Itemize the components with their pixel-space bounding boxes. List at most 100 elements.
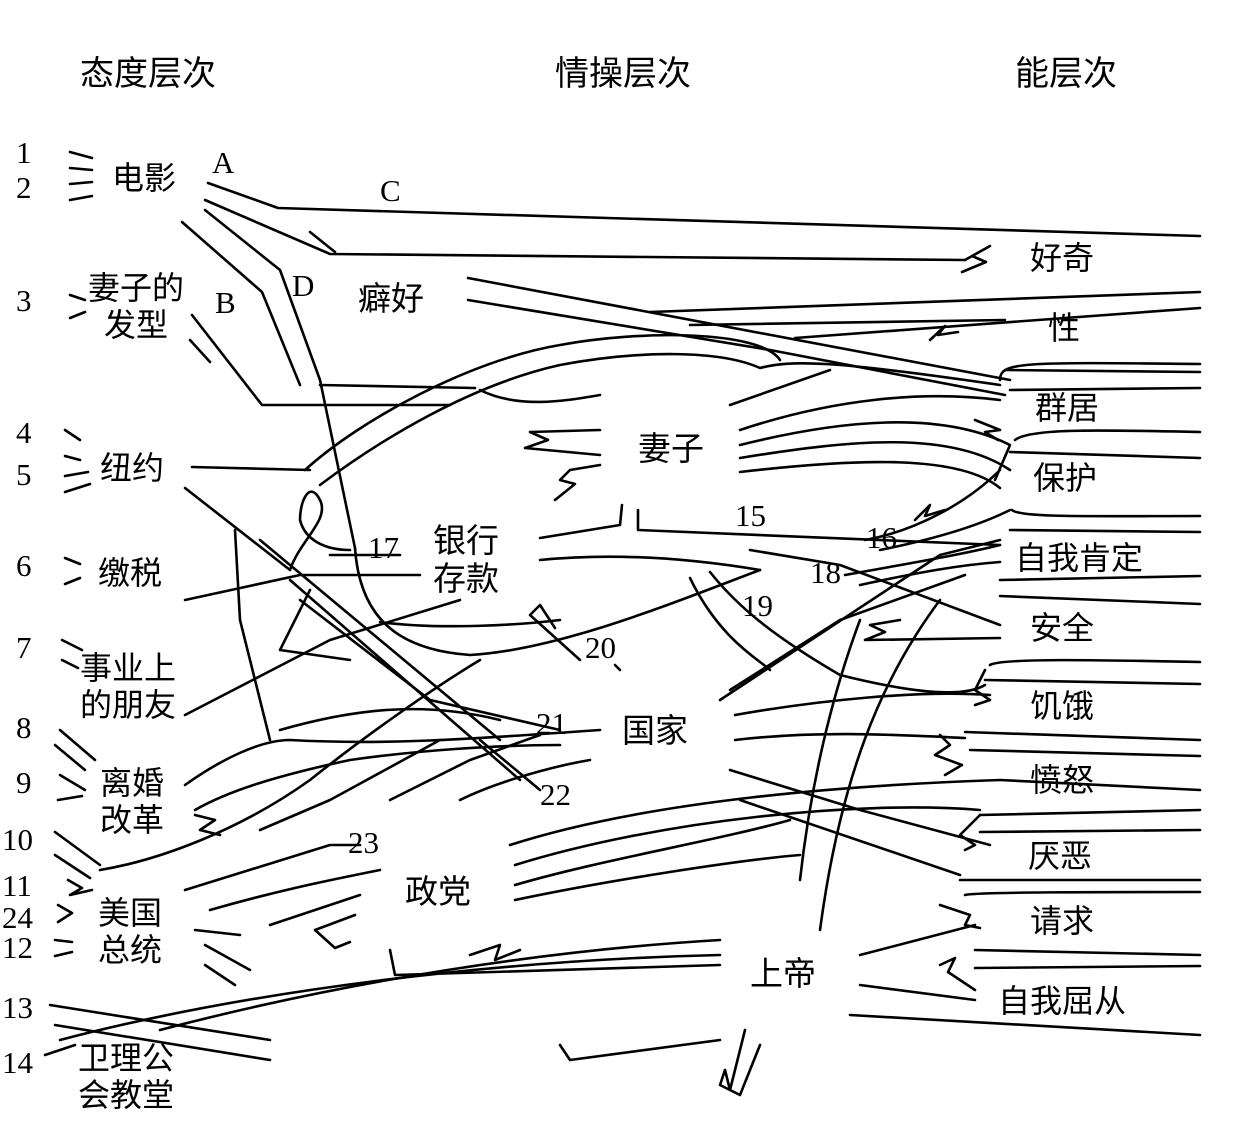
header-sentiment-level: 情操层次 bbox=[555, 54, 691, 94]
attitude-wife-hair: 妻子的 发型 bbox=[88, 269, 185, 344]
rail-assert-b bbox=[1008, 528, 1202, 534]
erg-gregariousness: 群居 bbox=[1035, 389, 1100, 427]
appeal-jag bbox=[938, 903, 982, 930]
path-22-line bbox=[478, 738, 542, 792]
path-wife-hair-down bbox=[190, 313, 452, 407]
attitude-tax: 缴税 bbox=[98, 554, 163, 592]
number-24: 24 bbox=[2, 900, 33, 935]
path-16 bbox=[863, 468, 1002, 542]
attitude-newyork: 纽约 bbox=[100, 449, 165, 487]
erg-protection: 保护 bbox=[1033, 459, 1098, 497]
path-15 bbox=[636, 508, 1002, 547]
path-label-a: A bbox=[212, 145, 235, 180]
path-a-lower bbox=[203, 198, 967, 262]
sex-line-3 bbox=[793, 306, 1202, 340]
number-7: 7 bbox=[16, 630, 32, 665]
tick-7b bbox=[60, 658, 80, 670]
number-13: 13 bbox=[2, 990, 33, 1025]
tick-2b bbox=[68, 180, 94, 186]
path-label-c: C bbox=[380, 173, 401, 208]
left-vertical-2 bbox=[278, 588, 352, 662]
rail-anger-a bbox=[963, 730, 1202, 742]
party-jag bbox=[313, 913, 357, 950]
tick-11 bbox=[66, 878, 94, 897]
erg-disgust: 厌恶 bbox=[1028, 837, 1093, 875]
nation-divorce-long bbox=[98, 658, 482, 872]
erg-self-assertion: 自我肯定 bbox=[1015, 539, 1144, 577]
node-17-loop bbox=[288, 490, 352, 572]
nation-right-4 bbox=[738, 798, 962, 877]
number-2: 2 bbox=[16, 170, 32, 205]
number-8: 8 bbox=[16, 710, 32, 745]
number-10: 10 bbox=[2, 822, 33, 857]
rail-disgust-b bbox=[978, 828, 1202, 834]
nation-right-2 bbox=[733, 732, 967, 742]
number-16: 16 bbox=[866, 520, 897, 555]
group-jag bbox=[973, 418, 1002, 442]
path-16b bbox=[878, 508, 1012, 552]
wife-out-4 bbox=[738, 460, 1002, 490]
newyork-line bbox=[190, 465, 312, 472]
wife-out-3 bbox=[738, 440, 1012, 472]
rail-security-a bbox=[998, 574, 1202, 582]
sentiment-god: 上帝 bbox=[750, 954, 816, 993]
erg-self-submission: 自我屈从 bbox=[998, 982, 1127, 1020]
tick-9a bbox=[58, 773, 87, 792]
anger-jag bbox=[933, 733, 964, 777]
bank-20-jag bbox=[528, 603, 582, 662]
number-6: 6 bbox=[16, 548, 32, 583]
rail-anger-b bbox=[968, 748, 1202, 758]
wife-out-1 bbox=[738, 394, 1002, 432]
path-18 bbox=[748, 548, 1002, 627]
tick-3b bbox=[68, 310, 87, 320]
tick-5b bbox=[63, 470, 90, 478]
arc-newyork-wife bbox=[303, 333, 782, 472]
rail-hunger-a bbox=[988, 658, 1202, 667]
president-down-2 bbox=[203, 963, 237, 987]
tick-2c bbox=[68, 194, 94, 202]
rail-appeal-b bbox=[963, 890, 1202, 897]
number-11: 11 bbox=[2, 868, 32, 903]
number-18: 18 bbox=[810, 555, 841, 590]
number-17: 17 bbox=[368, 530, 399, 565]
divorce-up bbox=[183, 728, 602, 787]
path-nation-up bbox=[718, 538, 1002, 702]
path-20 bbox=[613, 663, 622, 672]
god-up bbox=[818, 598, 942, 932]
friends-mid bbox=[278, 707, 502, 732]
party-right-4 bbox=[513, 853, 802, 902]
path-23 bbox=[183, 843, 362, 892]
attitude-methodist-church: 卫理公 会教堂 bbox=[78, 1039, 175, 1114]
divorce-jag bbox=[193, 813, 222, 837]
tick-2a bbox=[68, 166, 94, 172]
left-vertical-1 bbox=[233, 528, 272, 742]
submit-jag bbox=[938, 956, 977, 992]
party-left-3 bbox=[193, 928, 242, 937]
wife-left-jag-1 bbox=[523, 428, 602, 457]
path-d-upper bbox=[308, 230, 337, 254]
wife-out-5 bbox=[728, 368, 832, 407]
god-right-1 bbox=[858, 923, 977, 957]
divorce-down bbox=[193, 743, 562, 812]
attitude-us-president: 美国 总统 bbox=[98, 894, 163, 969]
sentiment-bank-savings: 银行 存款 bbox=[433, 521, 499, 598]
god-left-long bbox=[158, 938, 722, 1032]
path-18c bbox=[858, 560, 1002, 587]
party-right-1 bbox=[508, 778, 1202, 847]
rail-assert-a bbox=[1010, 508, 1202, 518]
tick-5a bbox=[63, 454, 82, 462]
number-14: 14 bbox=[2, 1045, 33, 1080]
header-ergic-level: 能层次 bbox=[1015, 54, 1117, 94]
tick-4 bbox=[63, 428, 82, 442]
wife-left-jag-2 bbox=[553, 463, 602, 502]
tick-7a bbox=[60, 638, 84, 652]
tick-10b bbox=[53, 853, 92, 880]
path-18b bbox=[843, 543, 1002, 577]
path-label-b: B bbox=[215, 285, 236, 320]
nation-divorce-long-b bbox=[258, 738, 442, 832]
path-22 bbox=[458, 758, 592, 802]
rail-submit-a bbox=[973, 948, 1202, 957]
party-left-1 bbox=[208, 868, 382, 912]
newyork-diag bbox=[183, 486, 292, 572]
